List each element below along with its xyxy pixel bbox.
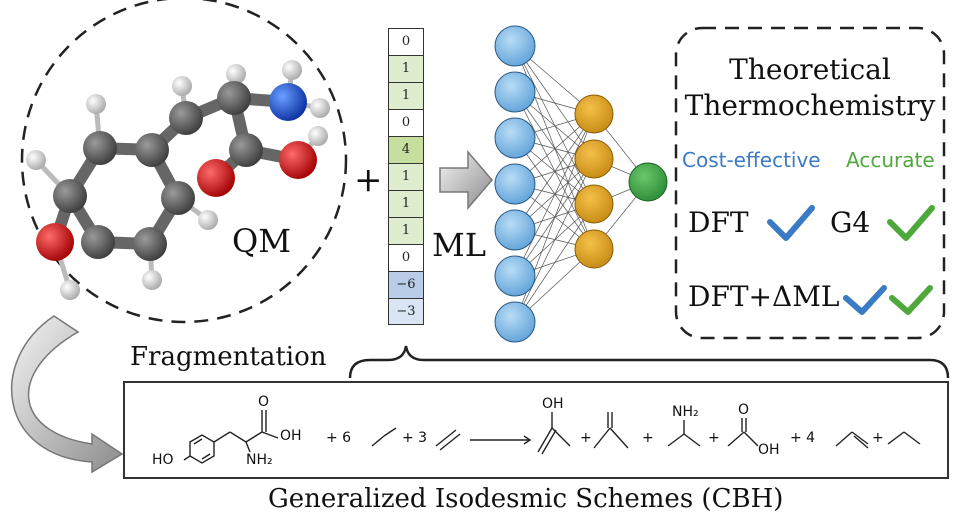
plus-sign-3: + [708,430,720,446]
reactant-carbonyl-o-label: O [258,394,270,410]
dft-ml-blue-check-icon [843,285,887,315]
coef-ethene: + 3 [402,430,428,446]
dft-ml-label: DFT+ΔML [688,280,840,313]
g4-check-icon [887,205,935,241]
plus-sign-2: + [642,430,654,446]
qm-dashed-circle [20,0,348,324]
input-node [494,209,536,251]
product-acid-o-label: O [738,402,750,418]
input-node [494,163,536,205]
feature-vector-cell: 1 [388,190,424,217]
hidden-node [574,94,614,134]
feature-vector-cell: 0 [388,109,424,136]
feature-vector-cell: −6 [388,271,424,298]
input-node [494,117,536,159]
network-edge [514,158,595,323]
coef-ethane: + 6 [326,430,352,446]
hidden-node [574,184,614,224]
accurate-label: Accurate [846,148,935,172]
feature-vector-cell: −3 [388,298,424,325]
reaction-scheme [183,410,921,464]
dft-check-icon [767,205,815,241]
network-edge [514,45,595,160]
input-node [494,71,536,113]
plus-sign-1: + [580,430,592,446]
cost-effective-label: Cost-effective [682,148,821,172]
coef-propene: + 4 [790,430,816,446]
plus-sign: + [354,160,383,200]
feature-vector-cell: 0 [388,28,424,55]
feature-vector-cell: 1 [388,217,424,244]
feature-vector-cell: 1 [388,55,424,82]
network-edge [514,203,595,323]
fragmentation-label: Fragmentation [130,342,327,372]
reactant-cooh-oh-label: OH [280,428,302,444]
network-edge [514,113,595,231]
ml-block-arrow [439,149,493,211]
reactant-ho-label: HO [152,452,174,468]
feature-vector-cell: 4 [388,136,424,163]
fragmentation-brace [348,345,950,379]
neural-network [494,25,668,343]
plus-sign-4: + [872,430,884,446]
input-node [494,25,536,67]
output-node [628,162,668,202]
ml-label: ML [432,226,487,264]
network-edge [514,113,595,277]
product-enol-oh-label: OH [542,396,564,412]
feature-vector-cell: 1 [388,82,424,109]
g4-label: G4 [830,206,871,239]
tyrosine-molecule-model [26,60,330,300]
feature-vector-cell: 0 [388,244,424,271]
network-edge [514,91,595,205]
input-node [494,301,536,343]
dft-ml-green-check-icon [889,285,933,315]
qm-label: QM [232,222,291,260]
thermo-title: Theoretical Thermochemistry [684,53,936,122]
product-acid-oh-label: OH [758,442,780,458]
hidden-node [574,229,614,269]
network-edge [514,45,595,205]
reactant-nh2-label: NH₂ [246,452,273,468]
network-edge [514,137,595,250]
feature-vector-cell: 1 [388,163,424,190]
product-amine-nh2-label: NH₂ [672,404,699,420]
fragmentation-curved-arrow [10,315,124,474]
network-edge [514,91,595,250]
input-node [494,255,536,297]
dft-label: DFT [688,206,749,239]
cbh-label: Generalized Isodesmic Schemes (CBH) [268,484,784,514]
hidden-node [574,139,614,179]
